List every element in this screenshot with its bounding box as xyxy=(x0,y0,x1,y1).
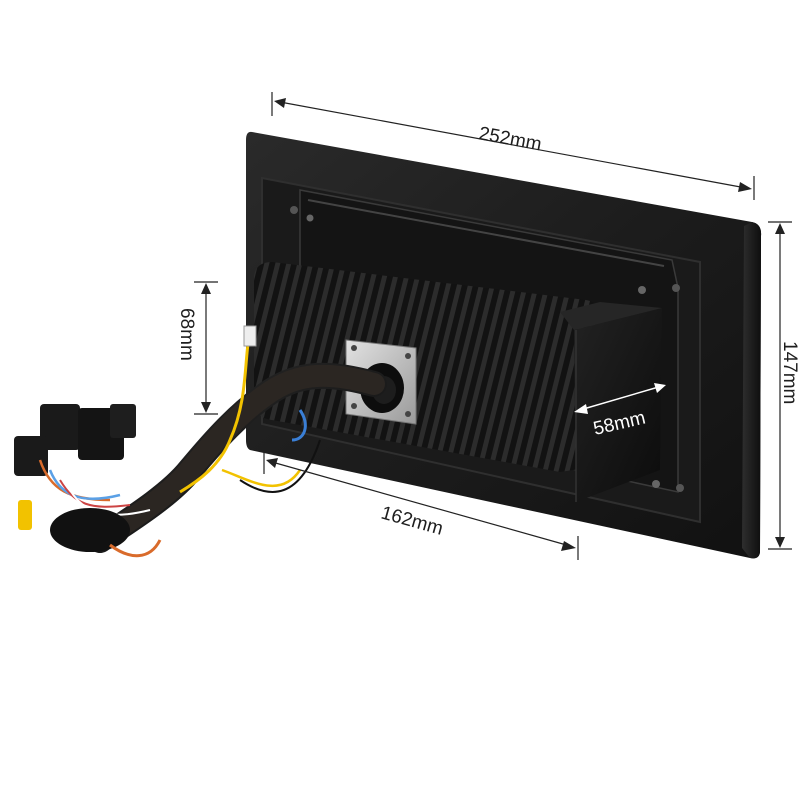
connector-block-3 xyxy=(110,404,136,438)
connector-block-4 xyxy=(14,436,48,476)
wire-black xyxy=(239,439,321,493)
dimension-body-height: 68mm xyxy=(176,281,218,415)
screw-top-right xyxy=(638,286,646,294)
rca-yellow xyxy=(18,500,32,530)
wire-blue xyxy=(291,409,307,442)
wiring-harness xyxy=(14,325,387,558)
width-label: 252mm xyxy=(477,123,543,155)
screw-bottom-right xyxy=(652,480,660,488)
wire-yellow xyxy=(179,329,252,494)
small-connector-top xyxy=(243,325,257,347)
wire-yellow-lower xyxy=(221,468,302,488)
body-height-label: 68mm xyxy=(176,308,197,361)
screw-top-mid xyxy=(306,214,314,222)
screw-right-lower xyxy=(676,484,684,492)
height-label: 147mm xyxy=(779,341,800,404)
dimension-height: 147mm xyxy=(768,221,800,550)
screw-top-left xyxy=(290,206,298,214)
screw-right-upper xyxy=(672,284,680,292)
connector-block-1 xyxy=(40,404,80,450)
heatsink-body xyxy=(254,262,662,502)
